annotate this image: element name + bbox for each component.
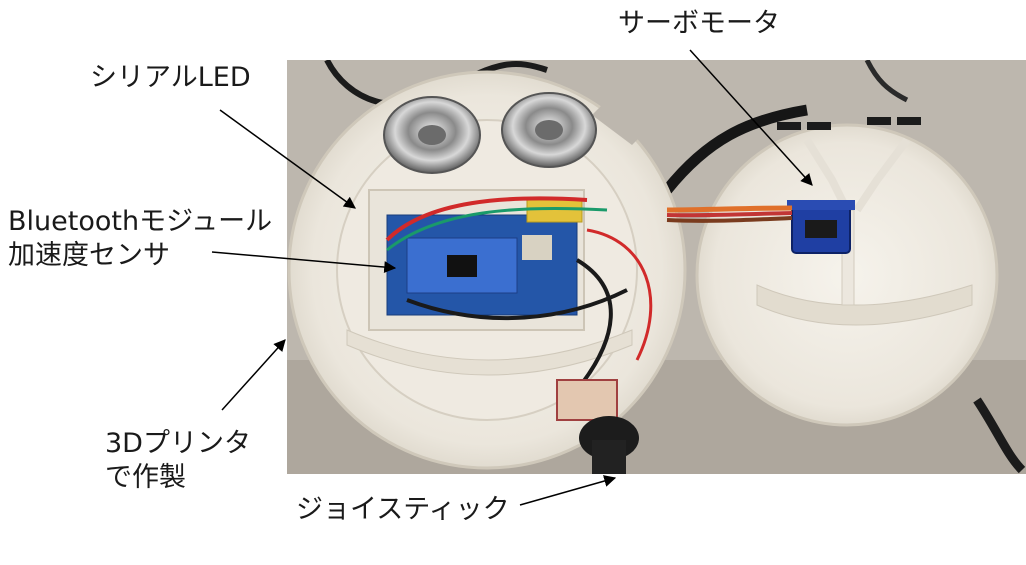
servo-motor [787,200,855,254]
label-serial-led: シリアルLED [90,62,251,93]
label-servo: サーボモータ [618,8,780,39]
printer-arrow [221,339,286,411]
joystick-arrow [519,475,617,506]
label-accelerometer: 加速度センサ [8,240,170,271]
label-made-with: で作製 [105,462,186,493]
cable [973,397,1026,474]
label-bluetooth-module: Bluetoothモジュール [8,206,273,237]
cable [864,60,909,103]
joystick [556,379,639,474]
serial-led-cups [383,92,597,174]
device-photo [287,60,1026,474]
label-3d-printer: 3Dプリンタ [105,428,251,459]
label-joystick: ジョイスティック [296,494,510,525]
